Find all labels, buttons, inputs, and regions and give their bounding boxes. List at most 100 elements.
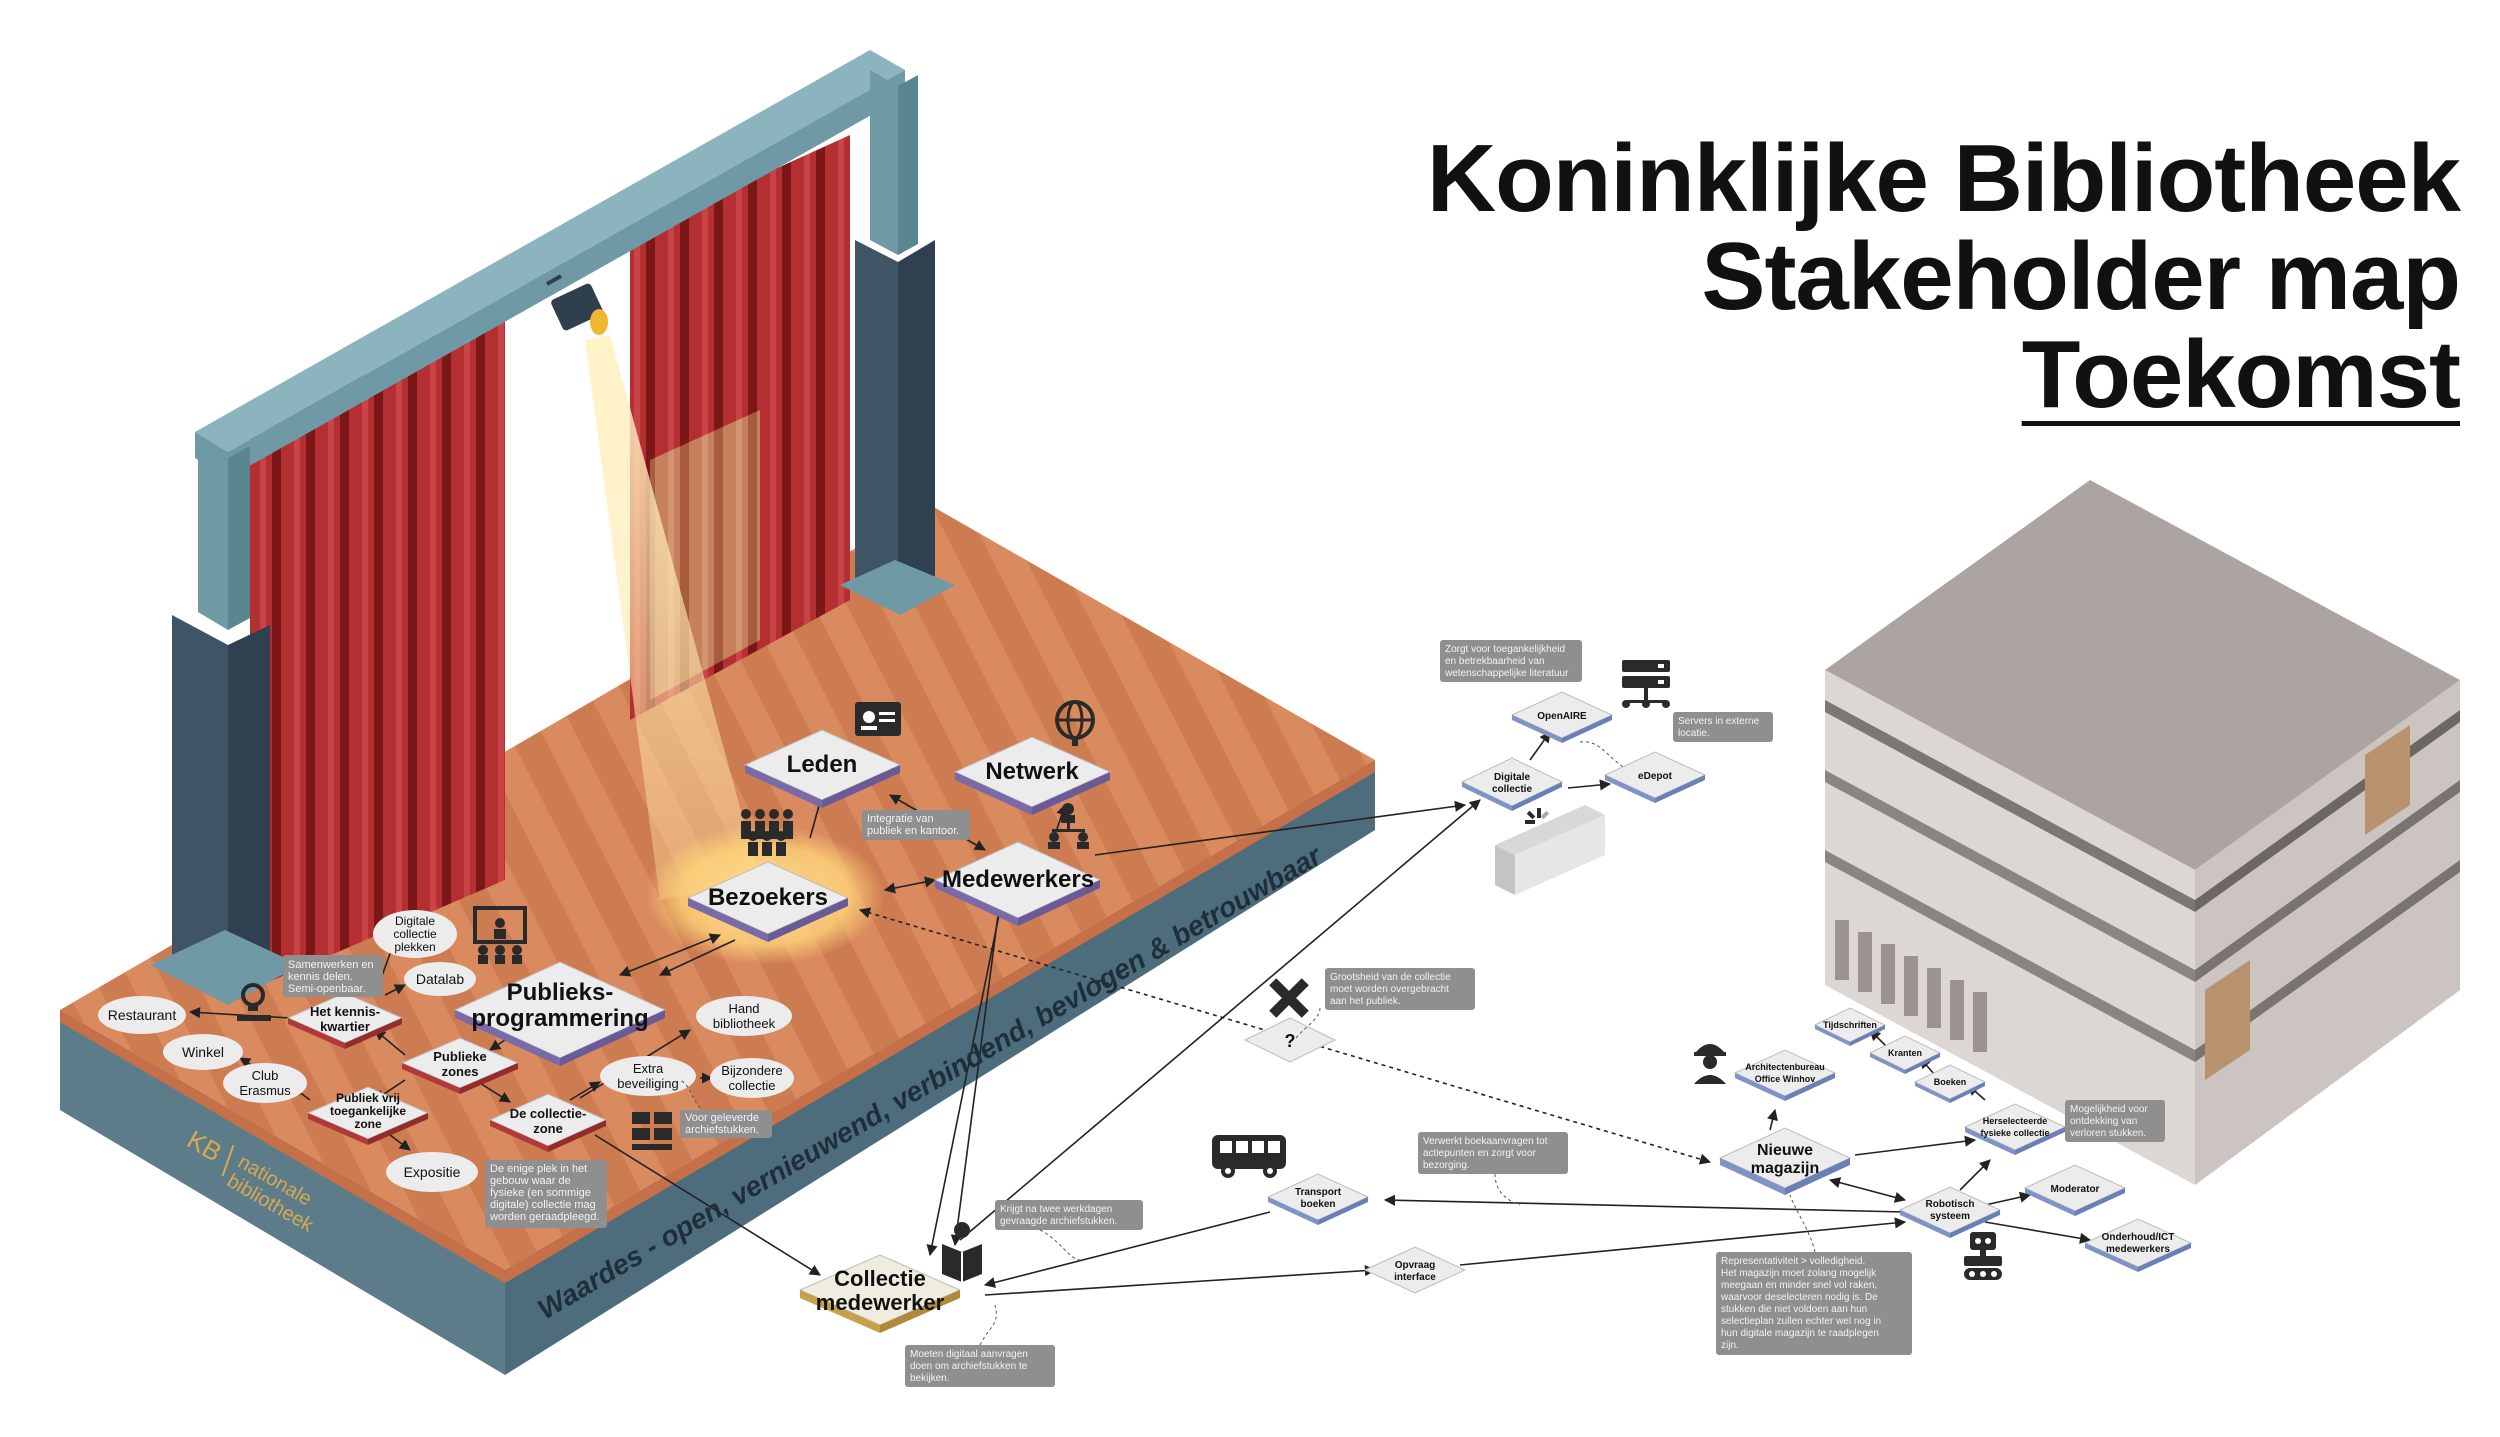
ellipse-dp-label-3: plekken xyxy=(394,940,435,954)
pillar-right-front xyxy=(855,240,898,600)
pillar-left-front xyxy=(172,615,228,990)
note-moeten-2: doen om archiefstukken te xyxy=(910,1361,1028,1372)
node-publieke-label-2: zones xyxy=(442,1064,479,1079)
note-integratie-2: publiek en kantoor. xyxy=(867,825,959,837)
node-publieksprogrammering[interactable]: Publieks- programmering xyxy=(453,961,667,1066)
line-opvraag-robot xyxy=(1459,1217,1907,1266)
node-tijd-label: Tijdschriften xyxy=(1823,1020,1877,1030)
frame-post-left xyxy=(198,440,228,630)
note-repr-3: meegaan en minder snel vol raken, xyxy=(1721,1280,1877,1291)
ellipse-datalab[interactable]: Datalab xyxy=(404,962,476,996)
node-onderhoud[interactable]: Onderhoud/ICT medewerkers xyxy=(2083,1218,2193,1272)
node-robotisch[interactable]: Robotisch systeem xyxy=(1898,1186,2002,1238)
node-architecten[interactable]: Architectenbureau Office Winhov xyxy=(1733,1049,1837,1101)
ellipse-winkel[interactable]: Winkel xyxy=(163,1034,243,1070)
line-robot-transport xyxy=(1383,1194,1906,1213)
pencil-ruler-icon xyxy=(1269,978,1309,1018)
node-medewerkers[interactable]: Medewerkers xyxy=(933,841,1102,926)
stage-nodes: Leden Netwerk Bezoekers Medewerkers xyxy=(286,729,1112,1333)
ellipse-restaurant[interactable]: Restaurant xyxy=(98,996,186,1034)
node-vrij-label-1: Publiek vrij xyxy=(336,1091,400,1105)
node-opvraag[interactable]: Opvraag interface xyxy=(1363,1246,1467,1294)
node-transport[interactable]: Transport boeken xyxy=(1266,1173,1370,1225)
ellipse-dp-label-2: collectie xyxy=(393,927,437,941)
node-arch-label-2: Office Winhov xyxy=(1755,1074,1815,1084)
node-publieke-label-1: Publieke xyxy=(433,1049,486,1064)
node-edepot-label: eDepot xyxy=(1638,771,1673,782)
note-moeten-1: Moeten digitaal aanvragen xyxy=(910,1349,1028,1360)
note-krijgt-2: gevraagde archiefstukken. xyxy=(1000,1216,1117,1227)
node-vrij-zone[interactable]: Publiek vrij toegankelijke zone xyxy=(306,1086,430,1145)
frame-post-left-side xyxy=(228,446,250,630)
node-robot-label-1: Robotisch xyxy=(1926,1199,1975,1210)
ellipse-club-label-1: Club xyxy=(252,1068,279,1083)
frame-beam-top xyxy=(195,50,905,452)
node-question[interactable]: ? xyxy=(1243,1017,1337,1063)
ellipse-expositie[interactable]: Expositie xyxy=(386,1152,478,1192)
line-bezoekers-medewerkers xyxy=(883,876,937,894)
ellipse-hand-label-1: Hand xyxy=(728,1001,759,1016)
building-front xyxy=(1825,670,2195,1185)
bus-icon xyxy=(1212,1135,1286,1178)
note-servers-1: Servers in externe xyxy=(1678,716,1760,727)
node-collectie-zone[interactable]: De collectie- zone xyxy=(488,1093,608,1152)
building-band-2s xyxy=(2195,780,2460,982)
line-magazijn-herselecteerde xyxy=(1854,1135,1977,1156)
ellipse-dp-label-1: Digitale xyxy=(395,914,435,928)
note-enige-3: fysieke (en sommige xyxy=(490,1187,591,1199)
node-kennis-label-1: Het kennis- xyxy=(310,1004,380,1019)
node-digitale-collectie[interactable]: Digitale collectie xyxy=(1460,757,1564,811)
archive-shelves xyxy=(1835,920,1987,1052)
building-band-3 xyxy=(1825,850,2195,1062)
node-tijdschriften[interactable]: Tijdschriften xyxy=(1813,1007,1887,1046)
node-moderator[interactable]: Moderator xyxy=(2023,1164,2127,1216)
line-transport-collectie xyxy=(983,1211,1271,1288)
node-onderhoud-label-1: Onderhoud/ICT xyxy=(2102,1232,2175,1243)
node-hers-label-1: Herselecteerde xyxy=(1983,1116,2048,1126)
pillar-right-base xyxy=(840,560,955,615)
node-herselecteerde[interactable]: Herselecteerde fysieke collectie xyxy=(1963,1103,2067,1155)
node-openaire[interactable]: OpenAIRE xyxy=(1510,691,1614,743)
node-dc-label-2: collectie xyxy=(1492,784,1532,795)
node-publieke-zones[interactable]: Publieke zones xyxy=(400,1037,520,1094)
node-leden-label: Leden xyxy=(787,751,858,778)
frame-beam-side xyxy=(228,70,905,478)
note-repr-7: hun digitale magazijn te raadplegen xyxy=(1721,1328,1879,1339)
note-geleverde-2: archiefstukken. xyxy=(685,1124,759,1136)
node-vrij-label-2: toegankelijke xyxy=(330,1104,406,1118)
title-line-2: Stakeholder map xyxy=(1701,223,2461,330)
node-netwerk[interactable]: Netwerk xyxy=(953,736,1112,815)
note-repr-8: zijn. xyxy=(1721,1340,1739,1351)
note-repr-5: stukken die niet voldoen aan hun xyxy=(1721,1304,1867,1315)
note-enige-1: De enige plek in het xyxy=(490,1163,587,1175)
note-repr-4: waarvoor deselecteren nodig is. De xyxy=(1720,1292,1878,1303)
line-vrij-expositie xyxy=(389,1134,411,1151)
node-moderator-label: Moderator xyxy=(2051,1184,2100,1195)
note-enige-2: gebouw waar de xyxy=(490,1175,571,1187)
node-collectie-medewerker[interactable]: Collectie medewerker xyxy=(798,1254,962,1333)
node-nieuwe-magazijn[interactable]: Nieuwe magazijn xyxy=(1718,1127,1852,1195)
node-edepot[interactable]: eDepot xyxy=(1603,751,1707,803)
node-boeken[interactable]: Boeken xyxy=(1913,1064,1987,1103)
note-moeten-3: bekijken. xyxy=(910,1373,949,1384)
node-cz-label-2: zone xyxy=(533,1121,563,1136)
node-kranten[interactable]: Kranten xyxy=(1868,1035,1942,1074)
node-kenniskwartier[interactable]: Het kennis- kwartier xyxy=(286,992,404,1049)
frame-post-right-side xyxy=(898,75,918,255)
node-leden[interactable]: Leden xyxy=(743,729,902,808)
node-bezoekers[interactable]: Bezoekers xyxy=(686,861,850,942)
node-dc-label-1: Digitale xyxy=(1494,772,1531,783)
building-top xyxy=(1825,480,2460,870)
org-chart-icon xyxy=(1048,803,1089,849)
